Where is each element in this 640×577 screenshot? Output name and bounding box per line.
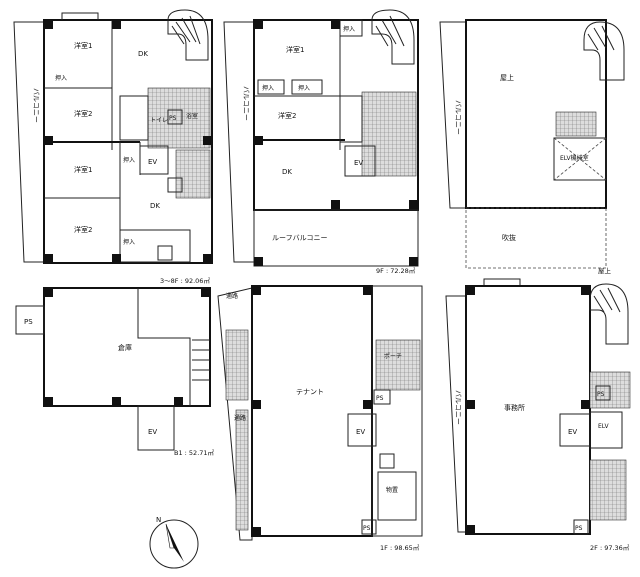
area-label-2f: 2F : 97.36㎡ [590,543,630,552]
room-label-dk-a: DK [138,50,148,58]
closet-label-c: 押入 [123,238,135,246]
f1-ev-label: EV [356,428,365,436]
room-label-dk-b: DK [150,202,160,210]
toilet-label-3-8f: トイレ [150,117,168,124]
side-label-a: 通路 [226,292,238,300]
room-label-western1a: 洋室1 [74,41,92,50]
room-label-9f-western1: 洋室1 [286,45,304,54]
room-label-9f-dk: DK [282,168,292,176]
balcony-label-9f: バルコニー [242,86,250,121]
f1-ps-a-label: PS [376,395,384,402]
ps-label-3-8f: PS [169,115,177,122]
area-label-3-8f: 3〜8F : 92.06㎡ [160,276,210,285]
area-label-b1: B1 : 52.71㎡ [174,448,215,457]
f2-ev-label: EV [568,428,577,436]
balcony-label-roof: バルコニー [454,100,462,135]
roof-balcony-label: ルーフバルコニー [272,234,327,242]
f2-ps-b-label: PS [575,525,583,532]
ev-label-9f: EV [354,159,363,167]
f2-ps-a-label: PS [597,391,605,398]
f1-ps-b-label: PS [363,525,371,532]
floor-plan-9f: バルコニー ルーフバルコニー EV 洋室1 洋室2 DK 押入 押入 押入 [223,9,419,275]
room-label-western2b: 洋室2 [74,225,92,234]
compass-north-label: N [156,516,161,524]
area-label-9f: 9F : 72.28㎡ [376,266,416,275]
room-label-western2a: 洋室2 [74,109,92,118]
b1-storage-label: 倉庫 [118,343,132,352]
f1-storage-label: 物置 [386,486,398,494]
closet-label-b: 押入 [123,156,135,164]
floor-plan-b1: PS EV 倉庫 B1 : 52.71㎡ [15,287,215,457]
balcony-label-2f: バルコニー [454,390,462,425]
office-label: 事務所 [504,403,525,412]
tenant-label: テナント [296,388,324,396]
f2-elv-label: ELV [598,423,609,430]
closet-label-9f-1: 押入 [262,84,274,92]
closet-label-9f-3: 押入 [343,25,355,33]
balcony-9f [223,21,255,263]
void-label: 吹抜 [502,233,516,242]
compass-needle-icon [166,524,184,562]
elv-machine-label: ELV機械室 [560,154,589,162]
ev-label-3-8f: EV [148,158,157,166]
b1-ps-label: PS [24,318,33,326]
rooftop-label: 屋上 [500,73,514,82]
floor-plan-2f: バルコニー EV ELV PS PS 事務所 2F : 97.36㎡ [445,278,631,552]
bath-label-3-8f: 浴室 [186,112,198,120]
area-label-1f: 1F : 98.65㎡ [380,543,420,552]
floor-plan-1f: 通路 通路 ポーチ EV PS 物置 PS テナント 1F : 98.65㎡ [217,285,423,552]
balcony-3-8f [13,21,45,263]
closet-label-a: 押入 [55,74,67,82]
closet-label-9f-2: 押入 [298,84,310,92]
b1-ev-label: EV [148,428,157,436]
room-label-9f-western2: 洋室2 [278,111,296,120]
porch-label: ポーチ [384,352,402,360]
side-passage-1f [217,287,253,541]
roof-caption: 屋上 [598,266,612,275]
floor-plan-3-8f: バルコニー EV PS 洋室1 洋室2 [13,9,213,285]
side-label-b: 通路 [234,414,246,422]
floor-plan-roof: バルコニー ELV機械室 吹抜 屋上 屋上 [439,19,625,275]
compass-rose: N [149,516,199,569]
room-label-western1b: 洋室1 [74,165,92,174]
balcony-label-3-8f: バルコニー [32,88,40,123]
